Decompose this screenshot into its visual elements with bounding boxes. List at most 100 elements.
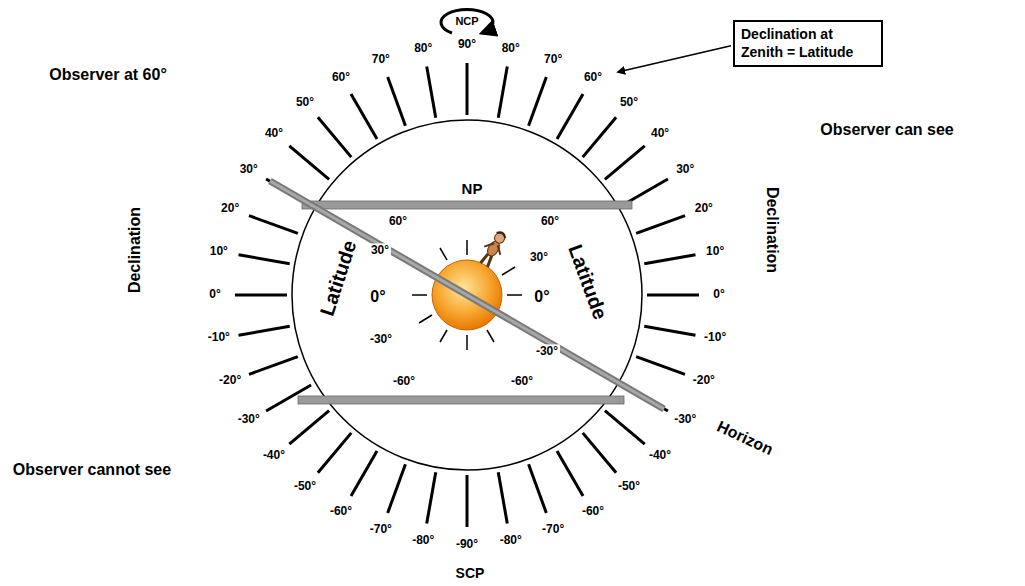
leader-arrow: [618, 46, 731, 72]
declination-value: 30°: [676, 163, 694, 176]
tick-mark: [529, 77, 547, 126]
tick-mark: [466, 475, 469, 527]
declination-value: -80°: [412, 535, 434, 548]
tick-mark: [636, 357, 685, 375]
visibility-bar: [298, 396, 624, 404]
callout-box: Declination at Zenith = Latitude: [733, 20, 883, 67]
declination-value: 80°: [414, 42, 432, 55]
declination-value: 50°: [296, 97, 314, 110]
declination-value: 80°: [502, 42, 520, 55]
tick-mark: [644, 326, 695, 335]
rotation-arrow: [441, 9, 493, 33]
tick-mark: [498, 472, 507, 523]
tick-mark: [605, 146, 645, 179]
tick-mark: [427, 472, 436, 523]
tick-mark: [636, 216, 685, 234]
latitude-value: 60°: [389, 215, 407, 228]
tick-mark: [583, 433, 616, 473]
latitude-value: 0°: [534, 288, 549, 306]
tick-mark: [466, 63, 469, 115]
tick-mark: [388, 77, 406, 126]
tick-mark: [647, 294, 699, 297]
latitude-value: 0°: [370, 288, 385, 306]
tick-mark: [318, 433, 351, 473]
pole-label: NP: [462, 181, 483, 198]
declination-ticks: [235, 63, 699, 527]
declination-value: -40°: [263, 449, 285, 462]
declination-value: 70°: [372, 53, 390, 66]
leader-lines: [618, 46, 731, 72]
tick-mark: [289, 146, 329, 179]
observer-note: Observer cannot see: [13, 461, 171, 479]
horizon-line: [270, 181, 664, 409]
tick-mark: [557, 451, 583, 496]
declination-value: -90°: [456, 538, 478, 551]
observer-note: Observer at 60°: [49, 66, 167, 84]
latitude-value: 30°: [530, 251, 548, 264]
tick-mark: [249, 357, 298, 375]
tick-mark: [239, 255, 290, 264]
declination-value: 40°: [265, 128, 283, 141]
tick-mark: [427, 67, 436, 118]
declination-value: 40°: [651, 128, 669, 141]
horizon-line: [270, 181, 664, 409]
callout-text: Declination at Zenith = Latitude: [741, 26, 875, 61]
axis-title: Declination: [126, 207, 144, 293]
tick-mark: [351, 94, 377, 139]
declination-value: -30°: [674, 413, 696, 426]
tick-mark: [388, 464, 406, 513]
tick-mark: [557, 94, 583, 139]
pole-label: NCP: [455, 15, 478, 27]
tick-mark: [583, 117, 616, 157]
declination-value: -20°: [219, 374, 241, 387]
declination-value: 50°: [620, 97, 638, 110]
tick-mark: [605, 411, 645, 444]
observer-note: Observer can see: [820, 121, 953, 139]
declination-value: 10°: [706, 245, 724, 258]
latitude-value: 60°: [541, 215, 559, 228]
visibility-bar: [302, 201, 632, 209]
declination-value: -10°: [208, 332, 230, 345]
axis-title: Latitude: [316, 238, 361, 319]
axis-title: Latitude: [564, 242, 611, 323]
declination-value: 0°: [209, 288, 220, 301]
declination-value: -60°: [330, 505, 352, 518]
declination-value: 20°: [221, 203, 239, 216]
declination-value: -70°: [542, 523, 564, 536]
tick-mark: [498, 67, 507, 118]
declination-value: 60°: [584, 72, 602, 85]
tick-mark: [351, 451, 377, 496]
tick-mark: [289, 411, 329, 444]
declination-value: 20°: [695, 203, 713, 216]
declination-value: -50°: [618, 480, 640, 493]
tick-mark: [644, 255, 695, 264]
axis-title: Declination: [763, 187, 781, 273]
tick-mark: [239, 326, 290, 335]
declination-value: -50°: [294, 480, 316, 493]
latitude-value: -60°: [393, 375, 415, 388]
declination-value: -20°: [693, 374, 715, 387]
declination-value: -60°: [582, 505, 604, 518]
latitude-value: -30°: [370, 333, 392, 346]
tick-mark: [235, 294, 287, 297]
tick-mark: [318, 117, 351, 157]
horizon-label: Horizon: [714, 417, 775, 458]
latitude-value: 30°: [369, 243, 391, 258]
declination-value: 10°: [210, 245, 228, 258]
declination-value: -40°: [649, 449, 671, 462]
declination-value: 90°: [458, 38, 476, 51]
declination-value: -30°: [238, 413, 260, 426]
tick-mark: [249, 216, 298, 234]
pole-label: SCP: [456, 566, 485, 581]
declination-value: -80°: [500, 535, 522, 548]
declination-value: 30°: [240, 163, 258, 176]
declination-value: -70°: [370, 523, 392, 536]
latitude-value: -60°: [511, 375, 533, 388]
latitude-value: -30°: [534, 344, 560, 359]
declination-value: 70°: [544, 53, 562, 66]
declination-value: -10°: [704, 332, 726, 345]
declination-value: 0°: [713, 288, 724, 301]
tick-mark: [529, 464, 547, 513]
